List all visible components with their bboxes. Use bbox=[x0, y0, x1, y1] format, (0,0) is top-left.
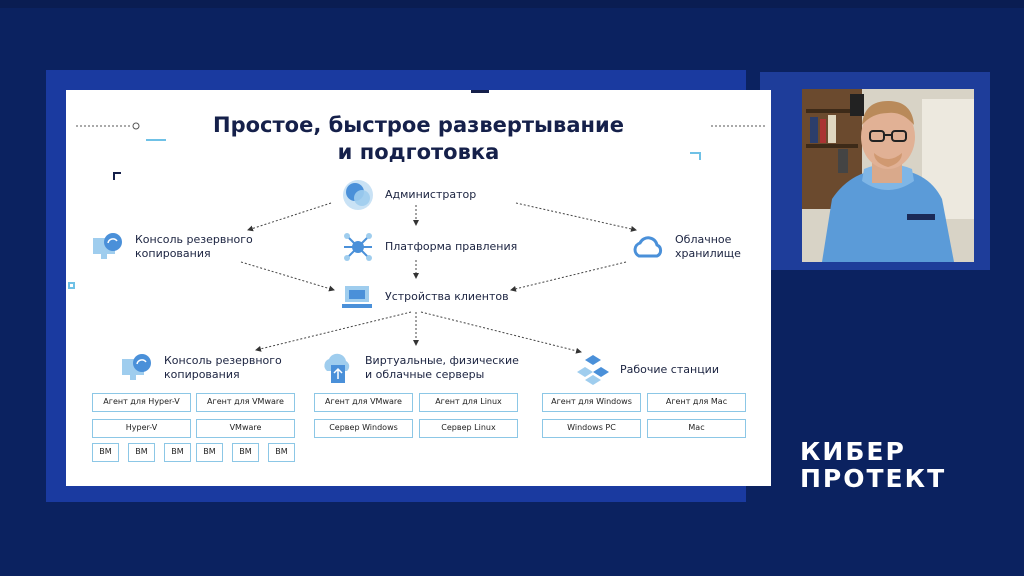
slide-title: Простое, быстрое развертывание и подгото… bbox=[126, 112, 711, 166]
box-vm-4: ВМ bbox=[196, 443, 223, 462]
node-servers-label1: Виртуальные, физические bbox=[365, 354, 519, 367]
monitor-icon bbox=[122, 354, 151, 380]
devices-icon bbox=[342, 286, 372, 308]
box-hyperv: Hyper-V bbox=[92, 419, 191, 438]
node-backup-console-top-label1: Консоль резервного bbox=[135, 233, 253, 246]
box-vm-3: ВМ bbox=[164, 443, 191, 462]
logo-line2: ПРОТЕКТ bbox=[800, 464, 947, 493]
box-mac: Mac bbox=[647, 419, 746, 438]
logo-line1: КИБЕР bbox=[800, 437, 906, 466]
box-agent-hyperv: Агент для Hyper-V bbox=[92, 393, 191, 412]
monitor-icon bbox=[93, 233, 122, 259]
box-vmware: VMware bbox=[196, 419, 295, 438]
node-client-devices-label: Устройства клиентов bbox=[385, 290, 509, 303]
speaker-webcam-video bbox=[802, 89, 974, 262]
node-cloud-storage: Облачное хранилище bbox=[631, 230, 741, 264]
box-agent-vmware-2: Агент для VMware bbox=[314, 393, 413, 412]
slide-title-line1: Простое, быстрое развертывание bbox=[213, 113, 624, 137]
node-cloud-label1: Облачное bbox=[675, 233, 732, 246]
node-backup-console-top-label2: копирования bbox=[135, 247, 211, 260]
node-administrator: Администратор bbox=[341, 178, 476, 212]
box-server-windows: Сервер Windows bbox=[314, 419, 413, 438]
box-vm-5: ВМ bbox=[232, 443, 259, 462]
node-cloud-label2: хранилище bbox=[675, 247, 741, 260]
node-backup-console-bottom: Консоль резервного копирования bbox=[120, 351, 282, 385]
node-workstations-label: Рабочие станции bbox=[620, 363, 719, 376]
node-client-devices: Устройства клиентов bbox=[341, 280, 509, 314]
box-vm-1: ВМ bbox=[92, 443, 119, 462]
slide-decorations bbox=[68, 139, 701, 289]
connector-lines bbox=[68, 90, 766, 354]
node-servers-label2: и облачные серверы bbox=[365, 368, 485, 381]
cloud-icon bbox=[633, 236, 663, 258]
box-vm-2: ВМ bbox=[128, 443, 155, 462]
node-workstations: Рабочие станции bbox=[576, 353, 719, 387]
presentation-slide: Простое, быстрое развертывание и подгото… bbox=[66, 90, 771, 486]
speaker-figure bbox=[802, 89, 974, 262]
node-servers: Виртуальные, физические и облачные серве… bbox=[321, 351, 519, 385]
box-windows-pc: Windows PC bbox=[542, 419, 641, 438]
cubes-icon bbox=[577, 355, 609, 385]
box-vm-6: ВМ bbox=[268, 443, 295, 462]
node-backup-console-top: Консоль резервного копирования bbox=[91, 230, 253, 264]
globe-icon bbox=[343, 180, 373, 210]
node-administrator-label: Администратор bbox=[385, 188, 477, 201]
node-platform-label: Платформа правления bbox=[385, 240, 518, 253]
box-server-linux: Сервер Linux bbox=[419, 419, 518, 438]
box-agent-linux: Агент для Linux bbox=[419, 393, 518, 412]
node-backup-console-bottom-label1: Консоль резервного bbox=[164, 354, 282, 367]
box-agent-vmware-1: Агент для VMware bbox=[196, 393, 295, 412]
box-agent-mac: Агент для Mac bbox=[647, 393, 746, 412]
box-agent-windows: Агент для Windows bbox=[542, 393, 641, 412]
background-stripe bbox=[0, 0, 1024, 8]
network-hub-icon bbox=[344, 233, 372, 261]
cloud-server-icon bbox=[324, 353, 350, 383]
node-backup-console-bottom-label2: копирования bbox=[164, 368, 240, 381]
kiber-protekt-logo: КИБЕР ПРОТЕКТ bbox=[800, 438, 946, 492]
node-platform: Платформа правления bbox=[341, 230, 517, 264]
slide-title-line2: и подготовка bbox=[337, 140, 500, 164]
